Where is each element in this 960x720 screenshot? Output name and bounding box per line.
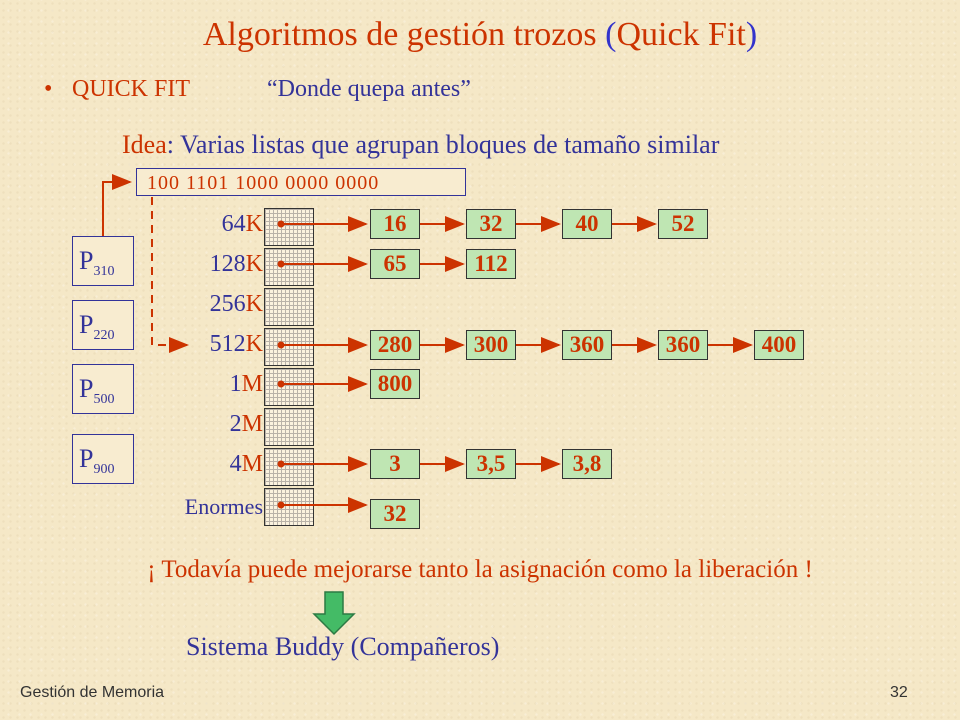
- bitmap-box: 100 1101 1000 0000 0000: [136, 168, 466, 196]
- list-node: 52: [658, 209, 708, 239]
- list-head-cell: [264, 248, 314, 286]
- bullet-label: QUICK FIT: [72, 76, 190, 102]
- process-box-p310: P310: [72, 236, 134, 286]
- size-unit: M: [241, 451, 263, 477]
- list-node: 3,8: [562, 449, 612, 479]
- list-node: 280: [370, 330, 420, 360]
- size-label-512k: 512K: [140, 331, 263, 358]
- improvement-note: ¡ Todavía puede mejorarse tanto la asign…: [147, 556, 813, 583]
- list-head-cell: [264, 488, 314, 526]
- buddy-system-label: Sistema Buddy (Compañeros): [186, 632, 500, 661]
- size-unit: K: [245, 251, 263, 277]
- size-label-64k: 64K: [140, 211, 263, 238]
- bullet-quote: “Donde quepa antes”: [267, 76, 471, 102]
- idea-label: Idea: [122, 130, 167, 159]
- size-num: 256: [209, 291, 246, 317]
- size-unit: M: [241, 411, 263, 437]
- slide-number: 32: [890, 684, 908, 701]
- process-id: 220: [93, 328, 115, 343]
- size-unit: K: [245, 331, 263, 357]
- list-head-cell: [264, 328, 314, 366]
- process-to-bitmap-arrow: [102, 174, 132, 236]
- list-head-cell: [264, 208, 314, 246]
- list-node: 3,5: [466, 449, 516, 479]
- size-label-2m: 2M: [140, 411, 263, 438]
- process-name: P: [79, 374, 94, 403]
- process-name: P: [79, 246, 94, 275]
- process-id: 310: [93, 264, 115, 279]
- list-node: 40: [562, 209, 612, 239]
- size-num: 128: [209, 251, 246, 277]
- size-num: 2: [229, 411, 242, 437]
- size-num: 4: [229, 451, 242, 477]
- footer-course: Gestión de Memoria: [20, 684, 165, 701]
- process-name: P: [79, 444, 94, 473]
- size-unit: K: [245, 211, 263, 237]
- list-node: 400: [754, 330, 804, 360]
- list-head-cell: [264, 368, 314, 406]
- process-box-p500: P500: [72, 364, 134, 414]
- list-head-cell: [264, 408, 314, 446]
- size-num: 1: [229, 371, 242, 397]
- idea-line: Idea: Varias listas que agrupan bloques …: [122, 130, 719, 160]
- list-node: 32: [370, 499, 420, 529]
- list-node: 360: [658, 330, 708, 360]
- size-label-1m: 1M: [140, 371, 263, 398]
- bullet-marker: •: [44, 76, 53, 102]
- size-label-256k: 256K: [140, 291, 263, 318]
- bitmap-to-512k-arrow: [151, 197, 189, 353]
- list-node: 300: [466, 330, 516, 360]
- list-node: 32: [466, 209, 516, 239]
- title-paren-open: (: [605, 16, 617, 53]
- process-box-p900: P900: [72, 434, 134, 484]
- size-label-128k: 128K: [140, 251, 263, 278]
- process-id: 900: [93, 462, 115, 477]
- idea-text: : Varias listas que agrupan bloques de t…: [166, 130, 720, 159]
- process-id: 500: [93, 392, 115, 407]
- title-paren-close: ): [745, 16, 758, 53]
- list-node: 800: [370, 369, 420, 399]
- title-paren-text: Quick Fit: [616, 16, 746, 53]
- size-unit: M: [241, 371, 263, 397]
- list-node: 16: [370, 209, 420, 239]
- process-name: P: [79, 310, 94, 339]
- list-head-cell: [264, 288, 314, 326]
- list-node: 112: [466, 249, 516, 279]
- title-main: Algoritmos de gestión trozos: [202, 16, 606, 53]
- process-box-p220: P220: [72, 300, 134, 350]
- size-num: 512: [209, 331, 246, 357]
- size-unit: K: [245, 291, 263, 317]
- list-node: 3: [370, 449, 420, 479]
- list-node: 65: [370, 249, 420, 279]
- size-num: 64: [221, 211, 246, 237]
- size-num: Enormes: [184, 494, 263, 519]
- list-node: 360: [562, 330, 612, 360]
- size-label-enormes: Enormes: [140, 494, 263, 520]
- slide-title: Algoritmos de gestión trozos (Quick Fit): [0, 16, 960, 54]
- size-label-4m: 4M: [140, 451, 263, 478]
- down-arrow-icon: [312, 591, 356, 636]
- list-head-cell: [264, 448, 314, 486]
